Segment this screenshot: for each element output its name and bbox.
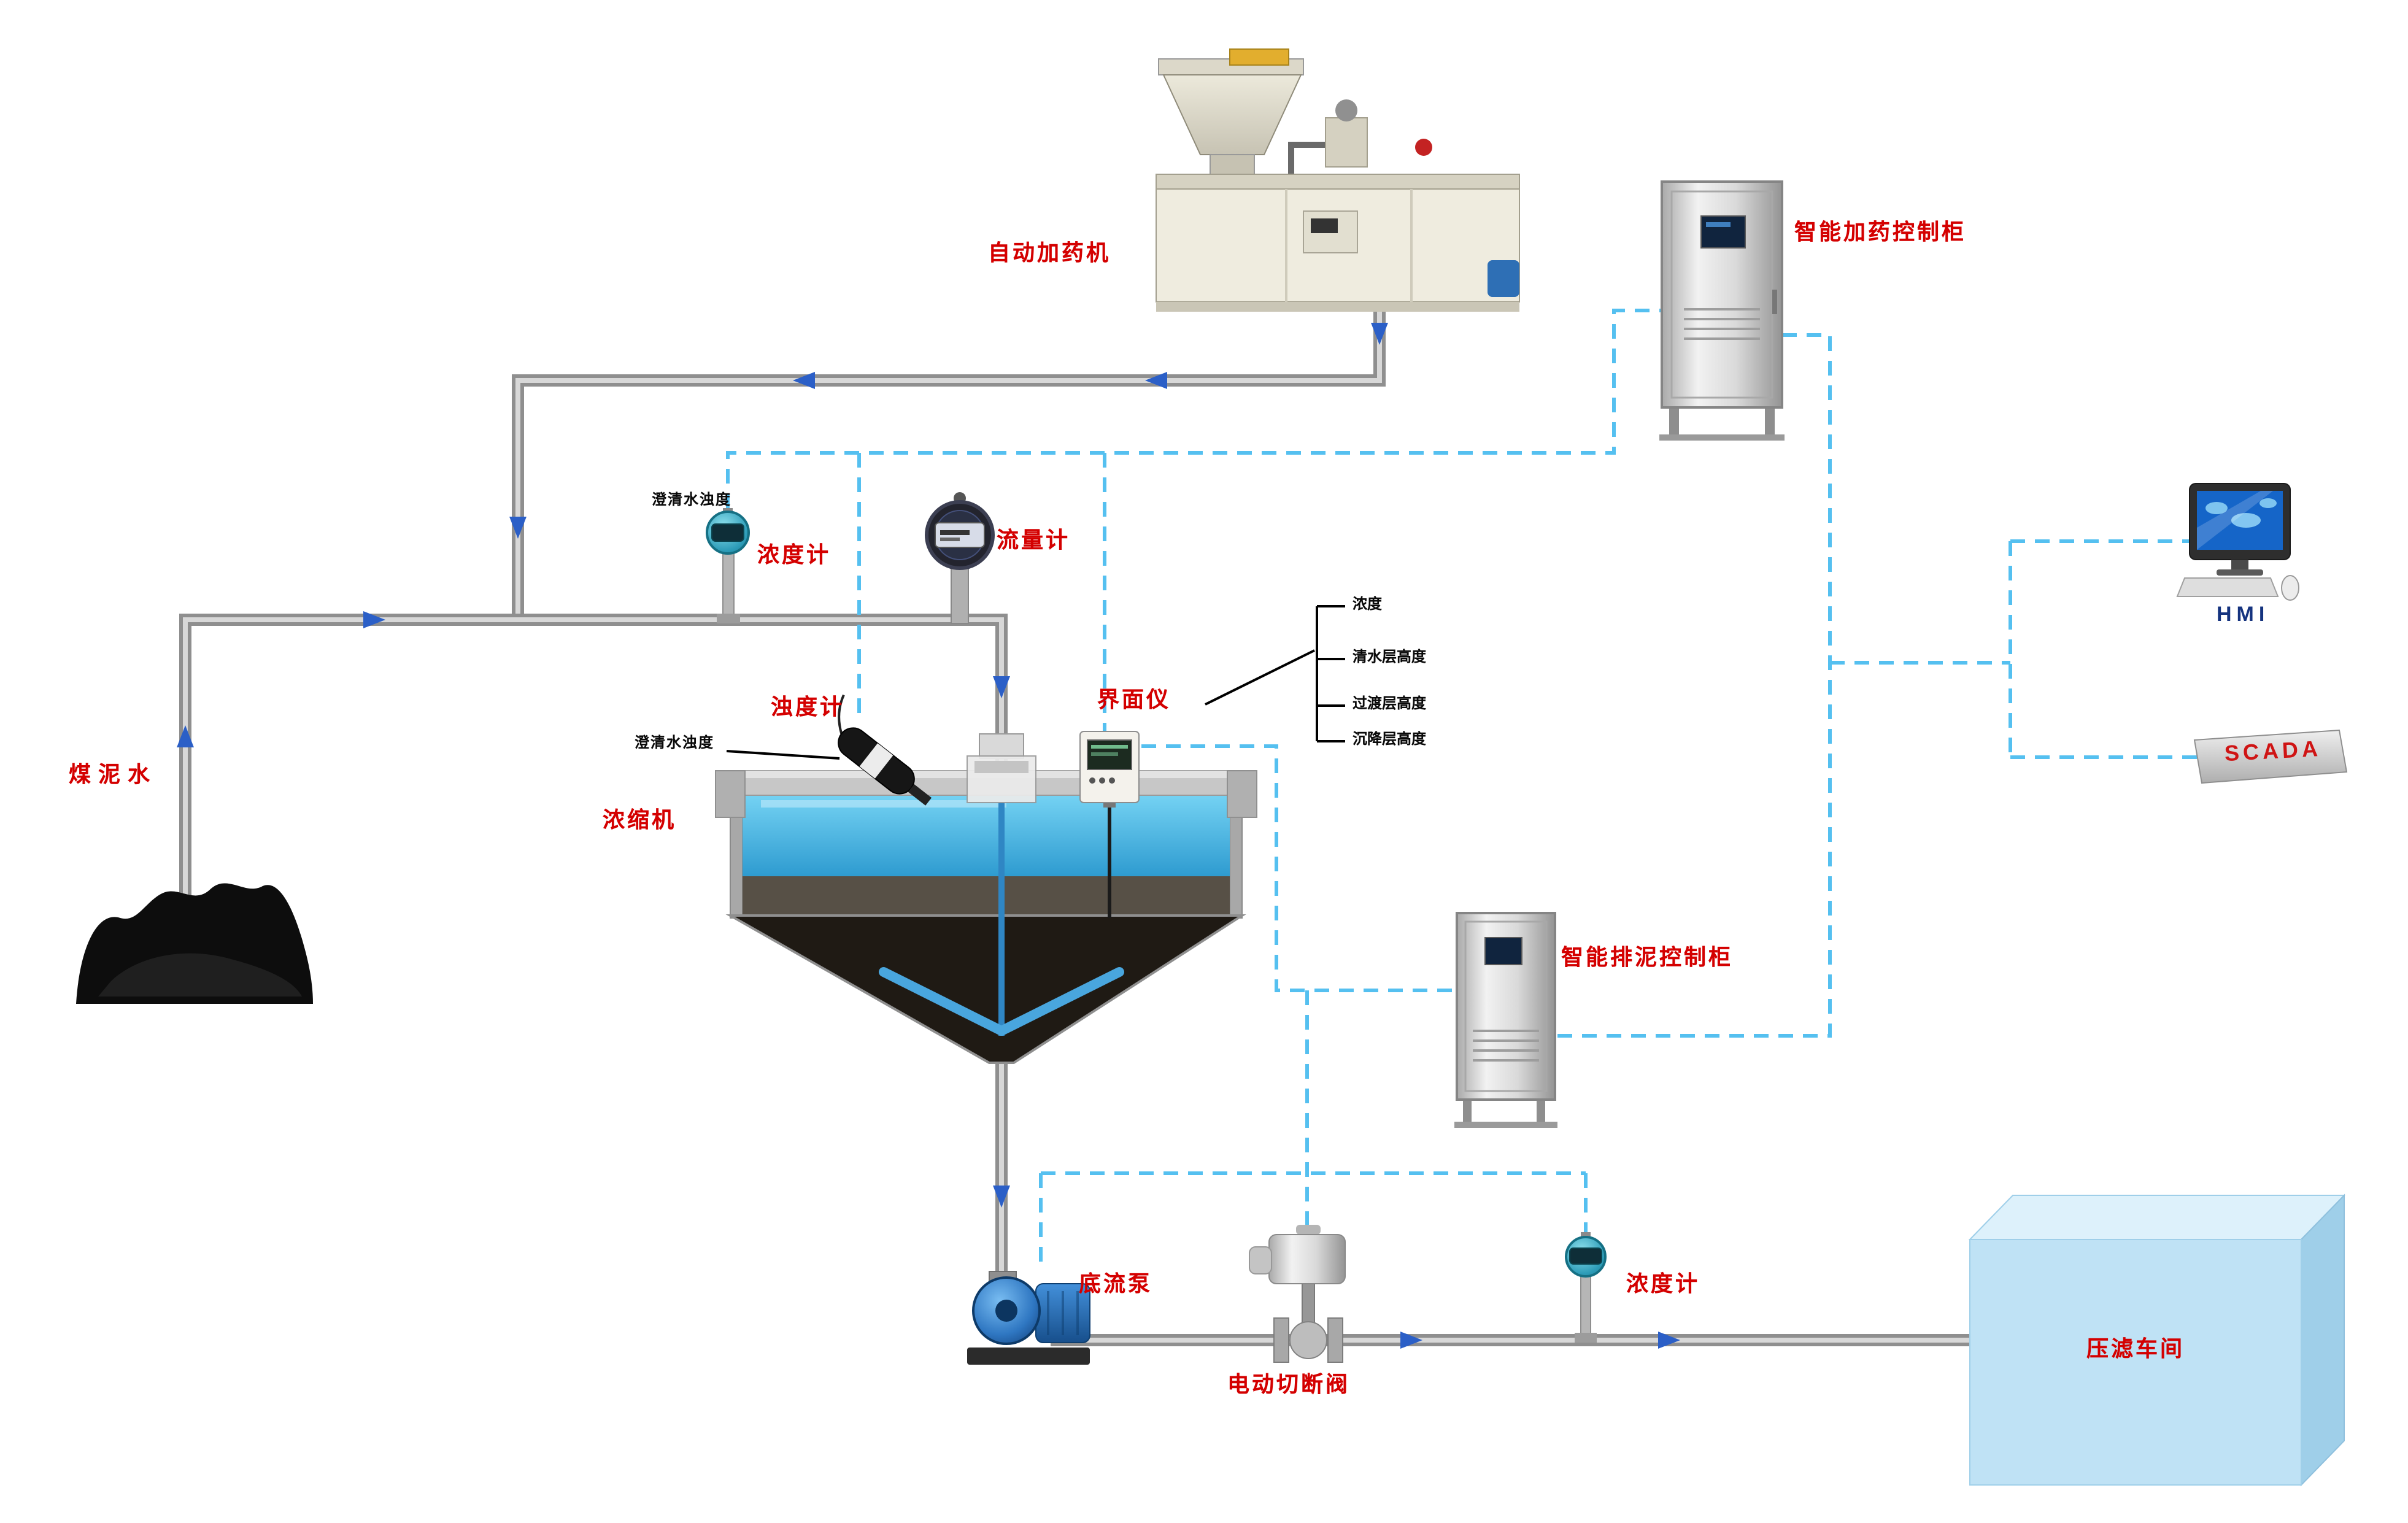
coal-pile-illustration [76, 883, 313, 1004]
label-electric-shutoff-valve: 电动切断阀 [1227, 1372, 1350, 1397]
hopper [1162, 74, 1302, 155]
label-readout-transition-layer: 过渡层高度 [1353, 695, 1427, 712]
flow-arrow-up-icon [177, 725, 194, 747]
valve-handle [1415, 139, 1432, 156]
hopper-lid [1229, 48, 1289, 66]
meter-window [711, 523, 744, 542]
label-clarified-water-turbidity-top: 澄清水浊度 [652, 491, 732, 508]
valve-flange [1273, 1317, 1289, 1363]
label-clarified-water-turbidity-left: 澄清水浊度 [635, 734, 715, 751]
label-dosing-control-cabinet: 智能加药控制柜 [1794, 220, 1966, 244]
electric-valve-illustration [1249, 1225, 1346, 1363]
flow-arrow-down-icon [509, 517, 527, 539]
scada-badge [2193, 729, 2348, 784]
dosing-control-cabinet-illustration [1659, 180, 1785, 441]
keyboard-icon [2176, 577, 2279, 597]
label-coal-slurry-water: 煤泥水 [69, 762, 157, 787]
sludge-control-cabinet-illustration [1454, 912, 1557, 1128]
interface-readout-bracket [1316, 605, 1345, 742]
callout-interface [1205, 649, 1315, 706]
label-flow-meter: 流量计 [997, 528, 1070, 552]
meter-window [1569, 1247, 1602, 1265]
valve-flange [1327, 1317, 1343, 1363]
water-surface [743, 795, 1230, 876]
valve-body [1289, 1321, 1327, 1359]
underflow-pump-illustration [967, 1271, 1090, 1365]
signal-instrument-bus [726, 309, 1662, 508]
label-interface-meter: 界面仪 [1097, 687, 1171, 712]
cabinet-vents [1684, 308, 1760, 340]
flow-meter-illustration [925, 492, 995, 624]
label-thickener: 浓缩机 [603, 808, 676, 832]
label-readout-clear-layer: 清水层高度 [1353, 648, 1427, 665]
label-sludge-control-cabinet: 智能排泥控制柜 [1561, 945, 1733, 970]
density-meter-bottom-illustration [1565, 1232, 1607, 1343]
flow-arrow-left-icon [1145, 372, 1167, 389]
workshop-front [1969, 1239, 2302, 1486]
label-density-meter-top: 浓度计 [757, 542, 831, 567]
callout-turbidity-left [726, 750, 840, 760]
signal-interface-to-cabinet [1141, 744, 1457, 992]
flow-arrow-down-icon [993, 676, 1010, 698]
density-meter-top-illustration [706, 508, 750, 624]
label-turbidity-meter: 浊度计 [771, 695, 844, 719]
rake-arms [879, 967, 1124, 1036]
flow-direction-arrows [177, 323, 1680, 1349]
valve-actuator [1268, 1234, 1346, 1284]
pipe-dosing-line [512, 277, 1386, 620]
flow-arrow-left-icon [793, 372, 815, 389]
flow-arrow-down-icon [993, 1186, 1010, 1208]
turbidity-meter-illustration [838, 694, 932, 806]
thickener-illustration [715, 733, 1257, 1064]
workshop-side [2301, 1193, 2345, 1487]
cabinet-screen [1484, 937, 1522, 965]
label-hmi: HMI [2217, 603, 2270, 626]
callout-lines [717, 512, 1345, 760]
rake-drive [979, 733, 1024, 759]
hmi-workstation-illustration [2176, 483, 2299, 601]
workshop-roof [1968, 1195, 2346, 1240]
flow-arrow-down-icon [1371, 323, 1388, 345]
label-readout-concentration: 浓度 [1353, 595, 1383, 612]
flow-arrow-right-icon [1658, 1332, 1680, 1349]
flow-arrow-right-icon [363, 611, 385, 628]
interface-meter-illustration [1079, 731, 1140, 918]
label-density-meter-bottom: 浓度计 [1626, 1271, 1700, 1296]
label-underflow-pump: 底流泵 [1079, 1271, 1152, 1296]
dosing-machine-illustration [1156, 48, 1520, 312]
control-display [1311, 218, 1338, 233]
signal-dashed-lines [726, 309, 2197, 1267]
sludge-band [743, 876, 1230, 916]
dosing-pump [1488, 260, 1519, 297]
cabinet-vents [1473, 1030, 1539, 1062]
filter-press-workshop-illustration [1968, 1193, 2346, 1487]
flow-arrow-right-icon [1400, 1332, 1422, 1349]
mouse-icon [2281, 575, 2299, 601]
label-readout-settling-layer: 沉降层高度 [1353, 730, 1427, 747]
signal-cabinet-trunk [1555, 333, 1832, 1038]
pipe-underflow-line [995, 1063, 1978, 1346]
thickener-cone [725, 914, 1246, 1064]
label-dosing-machine: 自动加药机 [988, 241, 1111, 265]
label-filter-press-workshop: 压滤车间 [2086, 1336, 2185, 1361]
cabinet-screen [1700, 215, 1746, 249]
